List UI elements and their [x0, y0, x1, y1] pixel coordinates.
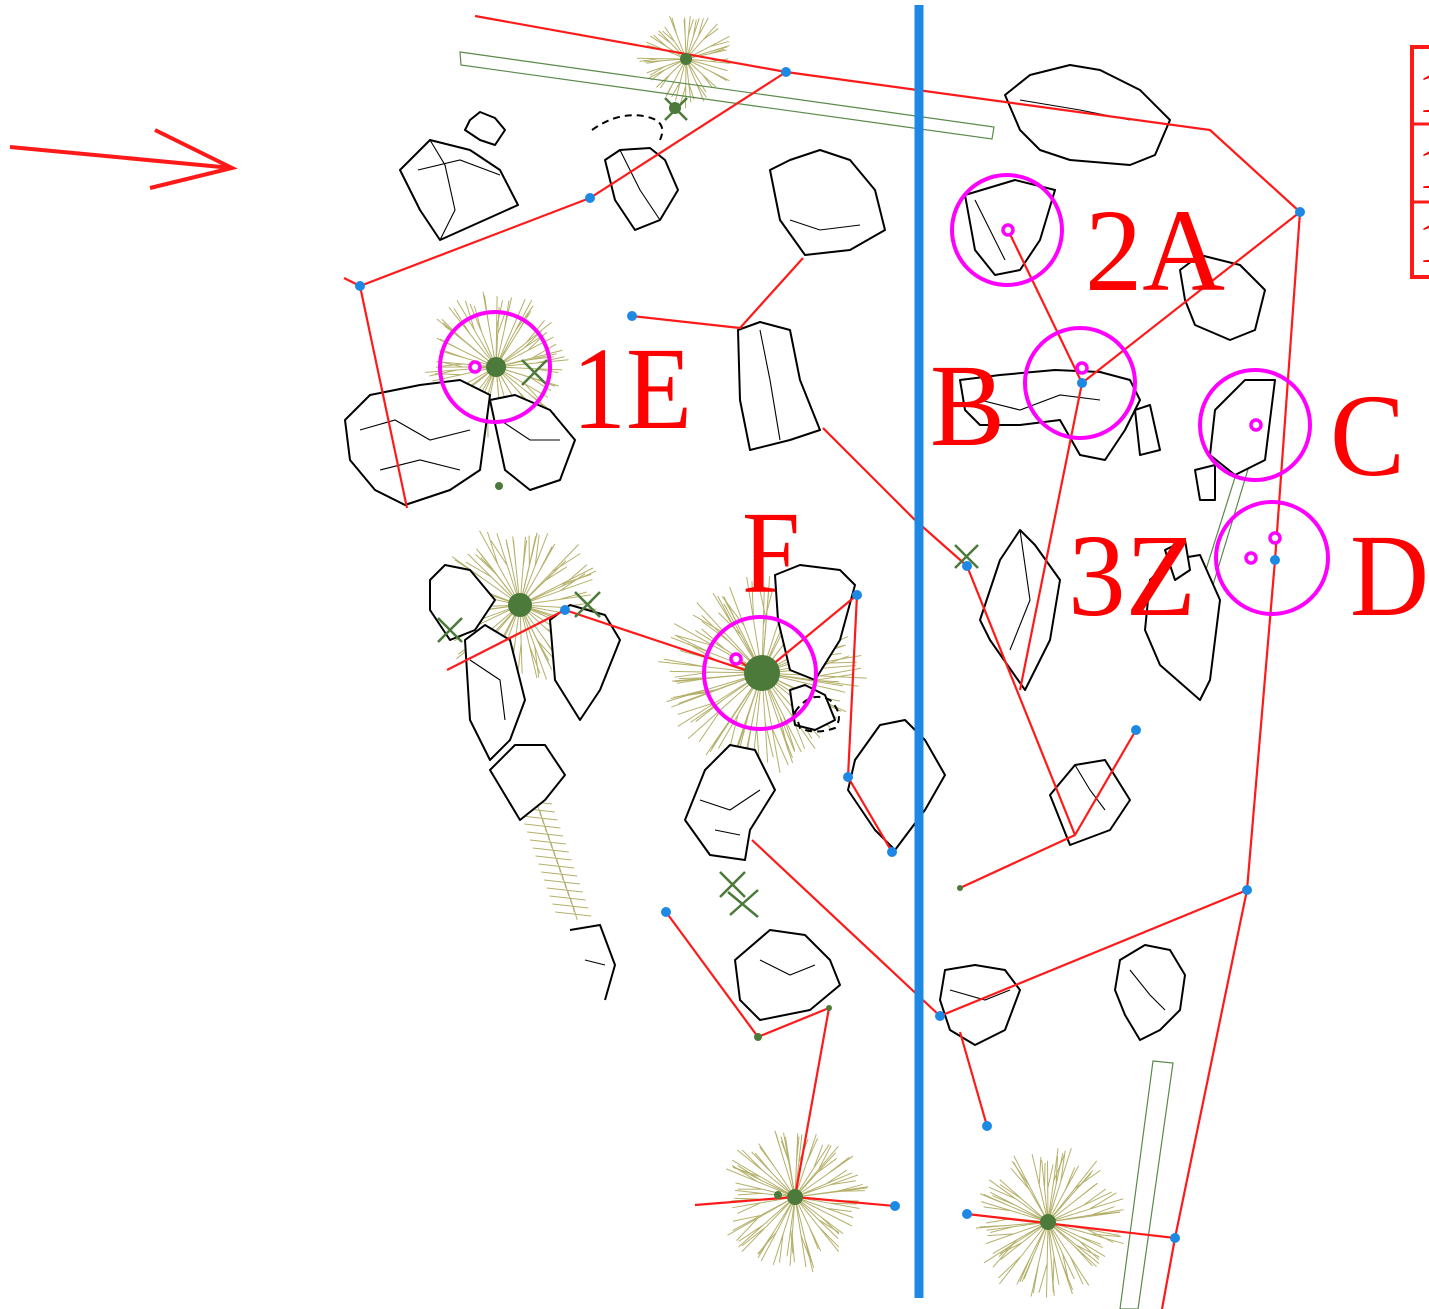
highlight-point [1075, 361, 1089, 375]
x-marker-icon [437, 617, 463, 643]
route-node [661, 907, 671, 917]
rock [399, 139, 519, 241]
route-nodes [355, 67, 1305, 1243]
shrub [726, 1130, 869, 1273]
tree-dot [826, 1005, 832, 1011]
direction-arrow-icon [9, 128, 238, 190]
x-marker-icon [574, 591, 601, 618]
legend-box: 1 1 1 [1410, 45, 1429, 279]
route-node [852, 590, 862, 600]
highlight-point [729, 652, 743, 666]
rock [1134, 404, 1161, 456]
route-node [843, 772, 853, 782]
tree-dot [744, 655, 780, 691]
route-node [982, 1121, 992, 1131]
x-marker-icon [664, 97, 688, 121]
route-node [355, 281, 365, 291]
rock [847, 719, 946, 851]
tree-dot [680, 53, 692, 65]
highlight-rings [438, 173, 1330, 731]
x-marker-icon [719, 871, 746, 898]
rock [684, 744, 776, 861]
trail-band-top [459, 51, 995, 140]
rock [1164, 539, 1191, 581]
tree-dot [495, 482, 503, 490]
highlight-ring-c [1198, 368, 1312, 482]
tree-dot [486, 357, 506, 377]
route-node [935, 1011, 945, 1021]
highlight-ring-2a [950, 173, 1064, 287]
route-node [1170, 1233, 1180, 1243]
x-marker-icon [521, 359, 548, 386]
highlight-ring-d [1214, 500, 1330, 616]
tree-dot [787, 1189, 803, 1205]
rock [774, 564, 856, 681]
rock [1114, 944, 1186, 1041]
rock [464, 624, 526, 761]
route-node [560, 605, 570, 615]
route-node [585, 193, 595, 203]
rock [549, 604, 621, 721]
tree-dot [754, 1033, 762, 1041]
route-node [1242, 885, 1252, 895]
dashed-outlines [591, 114, 840, 733]
label-3z: 3Z [1068, 510, 1196, 641]
route-node [887, 847, 897, 857]
rock [464, 111, 506, 146]
label-2a: 2A [1085, 185, 1225, 316]
rock [429, 564, 496, 641]
legend-row-1: 1 [1418, 59, 1429, 125]
rock [1209, 379, 1276, 476]
rock-edge [569, 924, 616, 1001]
x-marker-icon [727, 889, 759, 918]
tree-dot [508, 593, 532, 617]
route-node [627, 311, 637, 321]
route-node [781, 67, 791, 77]
rock [489, 744, 566, 821]
highlight-ring-b [1023, 326, 1137, 440]
trail-band-bottom [1119, 1060, 1174, 1309]
legend-row-2: 1 [1418, 135, 1429, 201]
label-f: F [742, 487, 800, 618]
rock [344, 379, 491, 506]
x-marker-icon [954, 544, 979, 569]
highlight-ring-1e [438, 310, 552, 424]
site-labels: 1E 2A B C 3Z D F [572, 185, 1429, 641]
rock [734, 929, 841, 1021]
label-b: B [930, 340, 1005, 471]
highlight-point [1001, 223, 1015, 237]
highlight-point [1244, 551, 1258, 565]
highlight-point [1249, 418, 1263, 432]
rock [769, 149, 886, 256]
route-node [962, 561, 972, 571]
tree-dot [1040, 1214, 1056, 1230]
legend-row-3: 1 [1418, 209, 1429, 275]
route-node [962, 1209, 972, 1219]
tree-dot [774, 1191, 782, 1199]
route-node [1270, 555, 1280, 565]
route-node [1077, 378, 1087, 388]
highlight-point [1268, 531, 1282, 545]
x-markers [437, 97, 979, 918]
shrub [636, 15, 731, 109]
route-node [1295, 207, 1305, 217]
rock [939, 964, 1021, 1046]
route-node [1131, 725, 1141, 735]
rock [1004, 64, 1171, 166]
label-d: D [1350, 510, 1429, 641]
route-node [890, 1201, 900, 1211]
tree-dot [957, 885, 963, 891]
rock [789, 684, 836, 731]
rock [1179, 254, 1266, 341]
label-c: C [1330, 370, 1405, 501]
rock [737, 321, 821, 451]
highlight-ring-f [702, 615, 818, 731]
rock [604, 147, 679, 231]
highlight-point [468, 360, 482, 374]
label-1e: 1E [572, 323, 692, 454]
rock [1194, 464, 1216, 501]
